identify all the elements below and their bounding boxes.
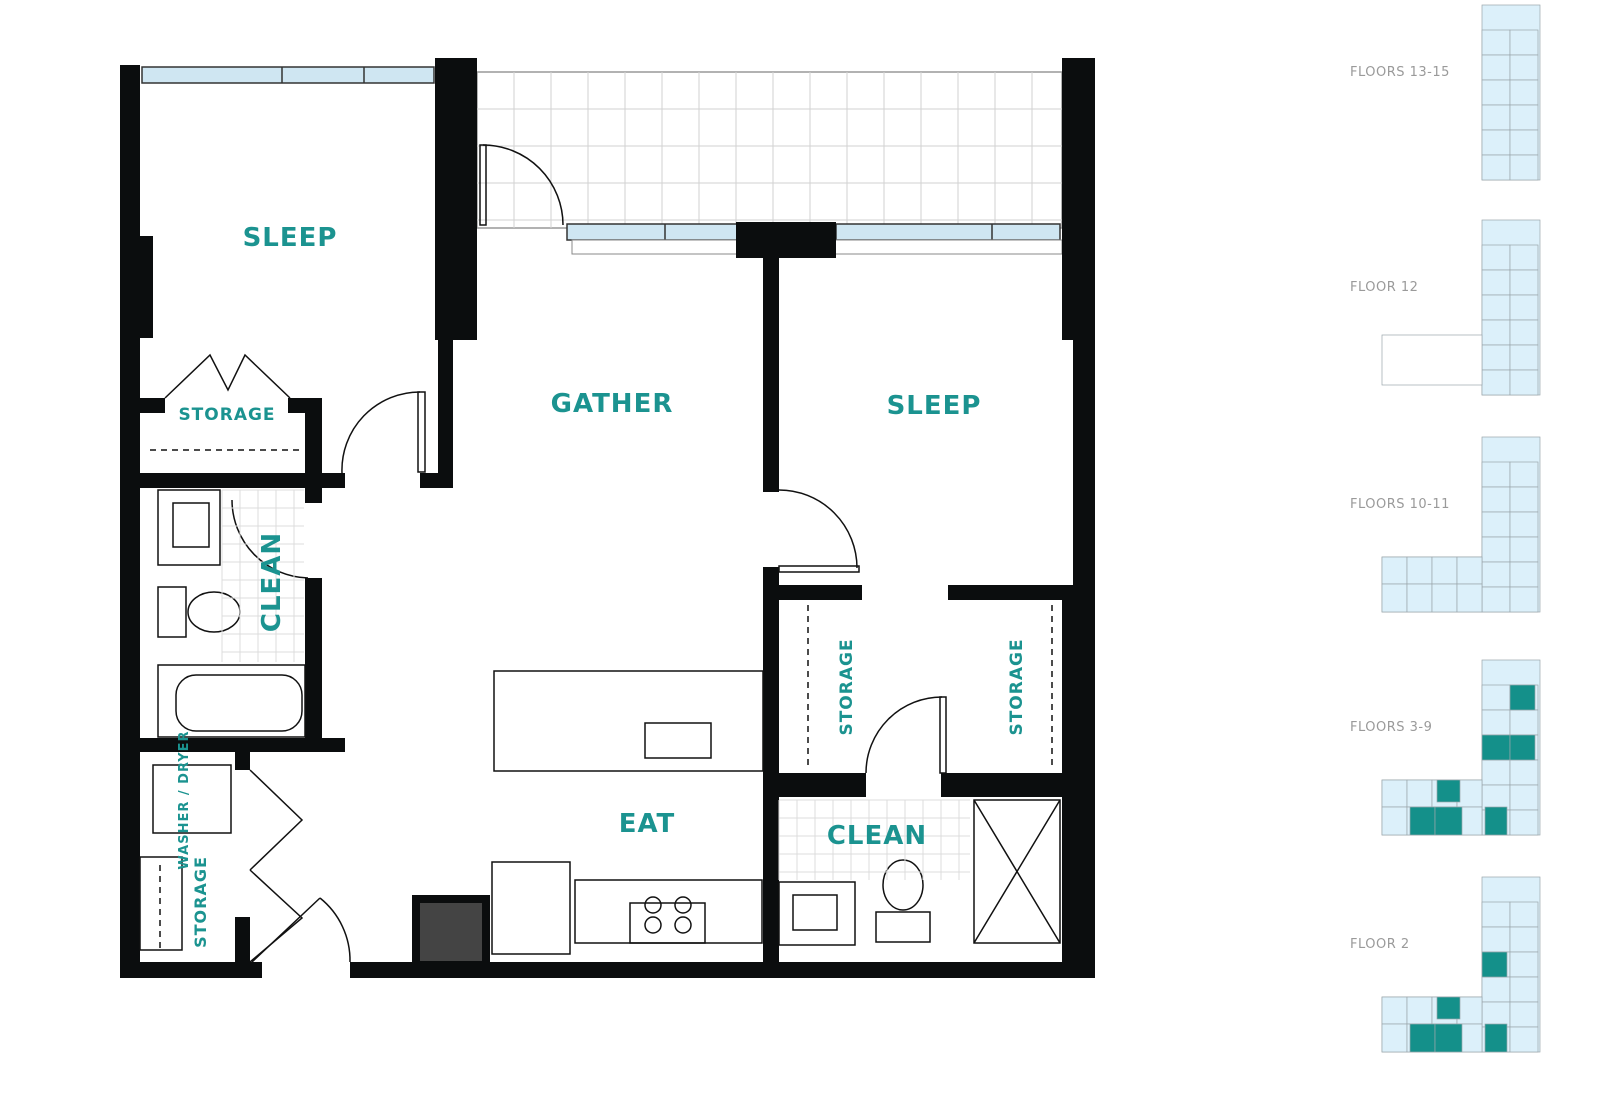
keyplan-label: FLOOR 2 — [1350, 937, 1410, 952]
keyplan-label: FLOORS 13-15 — [1350, 65, 1450, 80]
keyplan-0: FLOORS 13-15 — [1340, 0, 1570, 190]
keyplan-2: FLOORS 10-11 — [1340, 432, 1570, 622]
room-label-storage-3: STORAGE — [1007, 638, 1027, 735]
room-label-storage-2: STORAGE — [837, 638, 857, 735]
keyplan-thumbnail — [1381, 436, 1541, 613]
room-label-storage-1: STORAGE — [178, 405, 275, 425]
balcony — [476, 71, 1063, 229]
keyplan-3: FLOORS 3-9 — [1340, 655, 1570, 845]
room-label-clean-1: CLEAN — [257, 532, 287, 632]
room-label-sleep-2: SLEEP — [887, 391, 982, 421]
keyplan-label: FLOORS 10-11 — [1350, 497, 1450, 512]
room-label-sleep-1: SLEEP — [243, 223, 338, 253]
tile-floor — [221, 489, 970, 880]
keyplan-label: FLOORS 3-9 — [1350, 720, 1433, 735]
keyplan-thumbnail — [1381, 876, 1541, 1053]
keyplan-thumbnail — [1381, 219, 1541, 396]
room-label-storage-laundry: STORAGE — [191, 856, 210, 948]
room-label-gather: GATHER — [551, 389, 674, 419]
walls — [120, 58, 1095, 978]
doors-fixtures — [139, 144, 1061, 963]
room-label-eat: EAT — [619, 809, 676, 839]
room-label-clean-2: CLEAN — [827, 821, 927, 851]
keyplan-label: FLOOR 12 — [1350, 280, 1419, 295]
keyplan-1: FLOOR 12 — [1340, 215, 1570, 405]
keyplan-thumbnail — [1481, 4, 1541, 181]
keyplan-thumbnail — [1381, 659, 1541, 836]
room-label-washer-dryer: WASHER / DRYER — [177, 730, 192, 869]
keyplan-4: FLOOR 2 — [1340, 872, 1570, 1062]
